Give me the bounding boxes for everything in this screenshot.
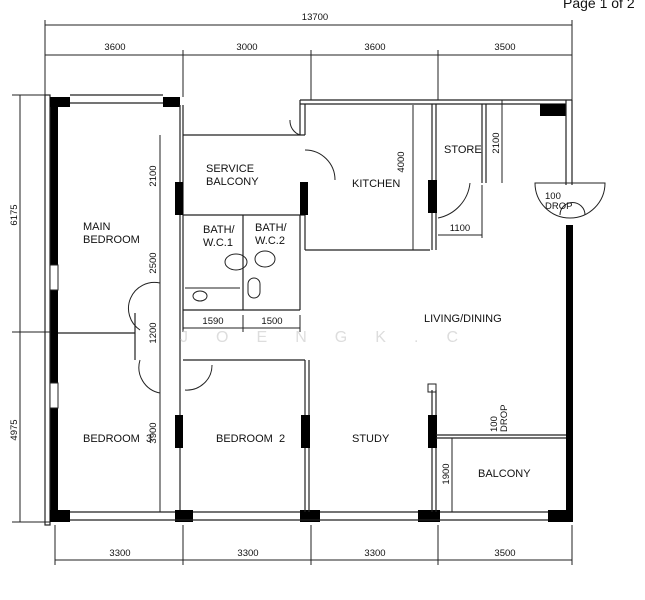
drop-note-living-line2: DROP xyxy=(545,201,572,212)
room-study: STUDY xyxy=(352,433,390,445)
dim-top-3: 3600 xyxy=(364,42,385,53)
dim-top-4: 3500 xyxy=(494,42,515,53)
room-bath1-line2: W.C.1 xyxy=(203,237,233,249)
watermark: J O E N G K . C xyxy=(180,329,460,346)
dim-top-2: 3000 xyxy=(236,42,257,53)
dim-bedroom3-3900: 3900 xyxy=(148,422,159,443)
dim-store-2100: 2100 xyxy=(491,132,502,153)
room-store: STORE xyxy=(444,144,482,156)
page-indicator: Page 1 of 2 xyxy=(563,0,635,11)
room-main-bedroom-line1: MAIN xyxy=(83,221,111,233)
dim-top-1: 3600 xyxy=(104,42,125,53)
room-balcony: BALCONY xyxy=(478,468,531,480)
room-bath2-line1: BATH/ xyxy=(255,222,288,234)
dim-left-1: 6175 xyxy=(9,204,20,225)
dim-balcony-1900: 1900 xyxy=(441,463,452,484)
dim-total-width: 13700 xyxy=(302,12,328,23)
room-bath1-line1: BATH/ xyxy=(203,224,236,236)
dim-bath1-1590: 1590 xyxy=(202,316,223,327)
dim-bath2-1500: 1500 xyxy=(261,316,282,327)
drop-note-living-line1: 100 xyxy=(545,191,561,202)
room-bedroom2: BEDROOM 2 xyxy=(216,433,285,445)
room-bedroom3: BEDROOM 3 xyxy=(83,433,152,445)
dim-bottom-4: 3500 xyxy=(494,548,515,559)
dim-store-1100: 1100 xyxy=(450,223,470,234)
room-service-balcony-line2: BALCONY xyxy=(206,176,259,188)
room-living-dining: LIVING/DINING xyxy=(424,313,502,325)
dim-corridor-1200: 1200 xyxy=(148,322,159,343)
room-service-balcony-line1: SERVICE xyxy=(206,163,254,175)
drop-note-balcony-line1: 100 xyxy=(489,416,500,432)
dim-bottom-2: 3300 xyxy=(237,548,258,559)
dimension-lines xyxy=(12,20,573,565)
dim-bottom-3: 3300 xyxy=(364,548,385,559)
dim-kitchen-4000: 4000 xyxy=(396,151,407,172)
drop-note-balcony-line2: DROP xyxy=(499,405,510,432)
dim-left-2: 4975 xyxy=(9,419,20,440)
room-main-bedroom-line2: BEDROOM xyxy=(83,234,140,246)
room-bath2-line2: W.C.2 xyxy=(255,235,285,247)
walls xyxy=(44,94,606,526)
dim-main-bedroom-2500: 2500 xyxy=(148,252,159,273)
room-kitchen: KITCHEN xyxy=(352,178,400,190)
dim-main-bedroom-2100: 2100 xyxy=(148,165,159,186)
dim-bottom-1: 3300 xyxy=(109,548,130,559)
